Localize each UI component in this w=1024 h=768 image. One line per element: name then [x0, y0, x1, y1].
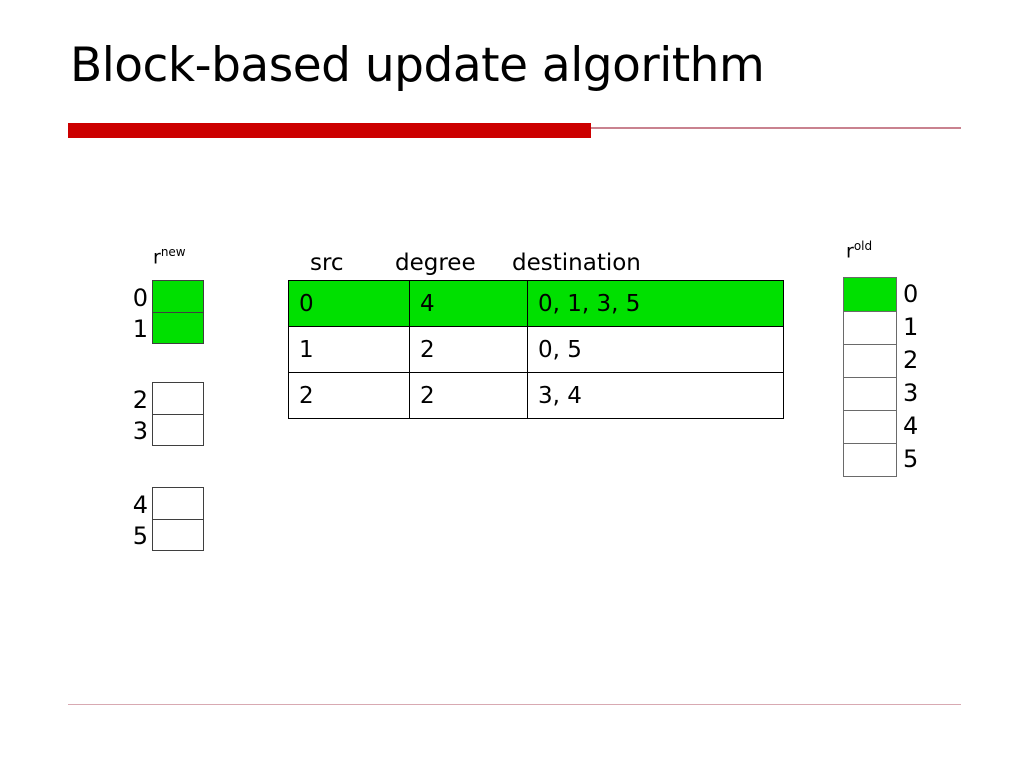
edge-cell-destination: 3, 4	[527, 372, 784, 419]
edge-cell-src: 2	[288, 372, 410, 419]
rold-rowlabel-5: 5	[903, 445, 919, 473]
rold-rowlabel-0: 0	[903, 280, 919, 308]
edge-cell-src: 0	[288, 280, 410, 327]
edge-cell-destination: 0, 5	[527, 326, 784, 373]
table-row[interactable]: 1 2 0, 5	[288, 326, 784, 373]
rold-rowlabel-3: 3	[903, 379, 919, 407]
table-row[interactable]: 0 4 0, 1, 3, 5	[288, 280, 784, 327]
rnew-cell-4[interactable]	[153, 488, 203, 519]
edge-table-headers: src degree destination	[288, 250, 750, 278]
rold-rowlabel-1: 1	[903, 313, 919, 341]
rold-cell-5[interactable]	[844, 443, 896, 476]
rnew-rowlabel-4: 4	[132, 491, 148, 519]
rnew-block-0[interactable]	[152, 280, 204, 344]
rnew-rowlabel-1: 1	[132, 315, 148, 343]
table-row[interactable]: 2 2 3, 4	[288, 372, 784, 419]
footer-divider	[68, 704, 961, 705]
rnew-cell-0[interactable]	[153, 281, 203, 312]
rold-cell-1[interactable]	[844, 311, 896, 344]
rold-cell-2[interactable]	[844, 344, 896, 377]
rold-cell-3[interactable]	[844, 377, 896, 410]
edge-cell-degree: 4	[409, 280, 528, 327]
edge-cell-destination: 0, 1, 3, 5	[527, 280, 784, 327]
rnew-label-superscript: new	[160, 245, 186, 259]
rnew-label: rnew	[153, 242, 186, 267]
rnew-rowlabel-2: 2	[132, 386, 148, 414]
rnew-cell-1[interactable]	[153, 312, 203, 343]
rold-label-superscript: old	[853, 239, 873, 253]
edge-cell-degree: 2	[409, 326, 528, 373]
rold-label-base: r	[846, 240, 854, 263]
rold-cell-4[interactable]	[844, 410, 896, 443]
title-underline-accent	[68, 123, 591, 138]
edge-table-header-src: src	[310, 250, 344, 276]
rnew-cell-2[interactable]	[153, 383, 203, 414]
rold-rowlabel-4: 4	[903, 412, 919, 440]
rnew-rowlabel-3: 3	[132, 417, 148, 445]
rnew-label-base: r	[153, 246, 161, 269]
rold-column[interactable]	[843, 277, 897, 477]
rnew-block-2[interactable]	[152, 487, 204, 551]
rold-cell-0[interactable]	[844, 278, 896, 311]
edge-table: 0 4 0, 1, 3, 5 1 2 0, 5 2 2 3, 4	[288, 280, 784, 419]
rold-rowlabel-2: 2	[903, 346, 919, 374]
rnew-rowlabel-0: 0	[132, 284, 148, 312]
edge-table-header-degree: degree	[395, 250, 476, 276]
rnew-cell-3[interactable]	[153, 414, 203, 445]
rnew-block-1[interactable]	[152, 382, 204, 446]
rnew-cell-5[interactable]	[153, 519, 203, 550]
edge-cell-degree: 2	[409, 372, 528, 419]
page-title: Block-based update algorithm	[70, 38, 765, 93]
rold-label: rold	[846, 236, 872, 261]
edge-cell-src: 1	[288, 326, 410, 373]
rnew-rowlabel-5: 5	[132, 522, 148, 550]
edge-table-header-destination: destination	[512, 250, 641, 276]
